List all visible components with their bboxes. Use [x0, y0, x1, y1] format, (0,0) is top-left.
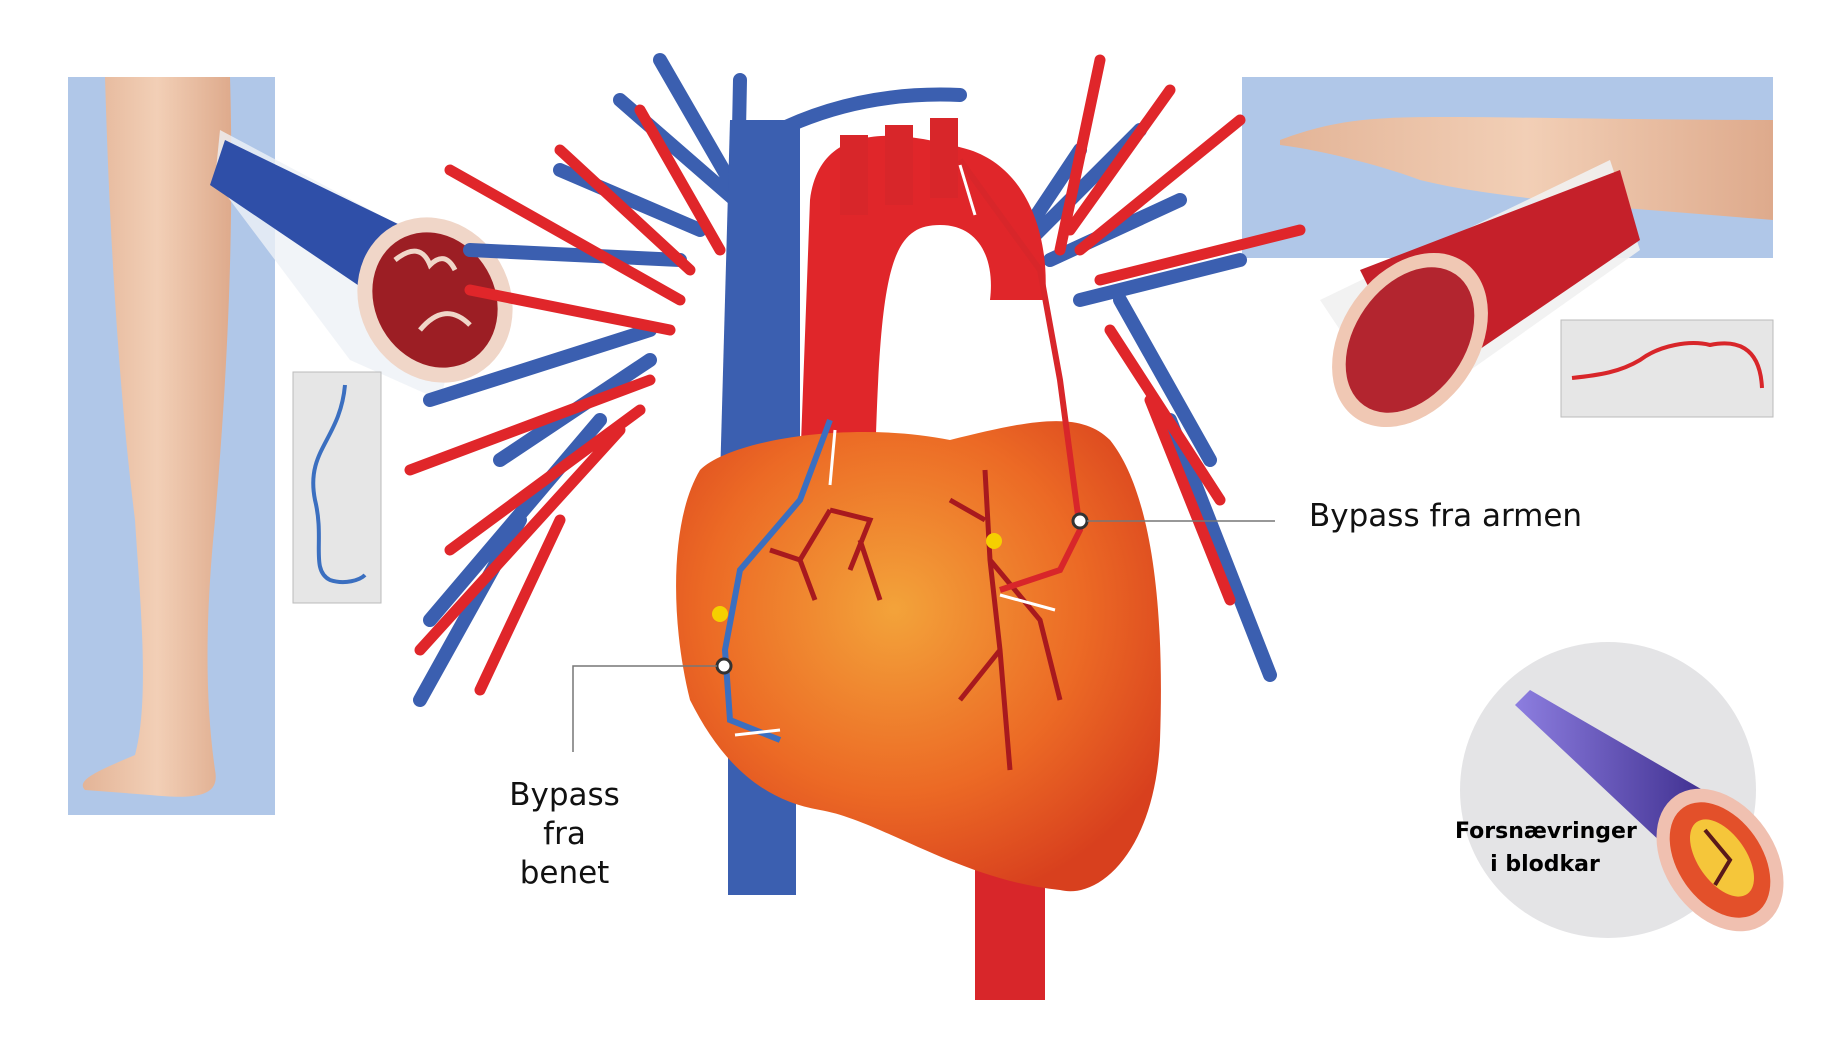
- leg-bypass-leader-line: [572, 665, 717, 752]
- narrowing-marker: [986, 533, 1002, 549]
- vessel-tree: [404, 53, 1306, 707]
- superior-vena-cava: [720, 120, 800, 480]
- arm-bypass-label: Bypass fra armen: [1309, 498, 1583, 534]
- artery-graft: [1571, 341, 1764, 389]
- narrowing-inset: [1460, 642, 1784, 938]
- narrowing-label-line1: Forsnævringer: [1455, 819, 1637, 844]
- leg-illustration: [82, 77, 232, 797]
- leg-bypass-anchor: [715, 657, 733, 675]
- leg-vein-cross-section: [210, 130, 513, 400]
- arm-graft-box: [1560, 319, 1774, 418]
- leg-vein-bypass: [721, 418, 833, 743]
- heart: [676, 118, 1161, 1000]
- narrowing-label-line2: i blodkar: [1490, 852, 1600, 877]
- narrowing-marker: [712, 606, 728, 622]
- arm-artery-cross-section: [1320, 160, 1640, 428]
- heart-body: [676, 421, 1161, 892]
- leg-graft-box: [292, 371, 382, 604]
- arm-artery-bypass: [957, 158, 1084, 593]
- leg-bypass-label-line2: benet: [519, 854, 610, 891]
- vein-graft: [311, 384, 367, 585]
- leg-bypass-label-line1: Bypass fra: [509, 777, 620, 852]
- arm-illustration: [1280, 117, 1773, 220]
- aortic-arch: [800, 135, 1046, 470]
- narrowing-label: Forsnævringer i blodkar: [1455, 815, 1637, 881]
- leg-bypass-label: Bypass fra benet: [487, 776, 642, 892]
- arm-bypass-anchor: [1071, 512, 1089, 530]
